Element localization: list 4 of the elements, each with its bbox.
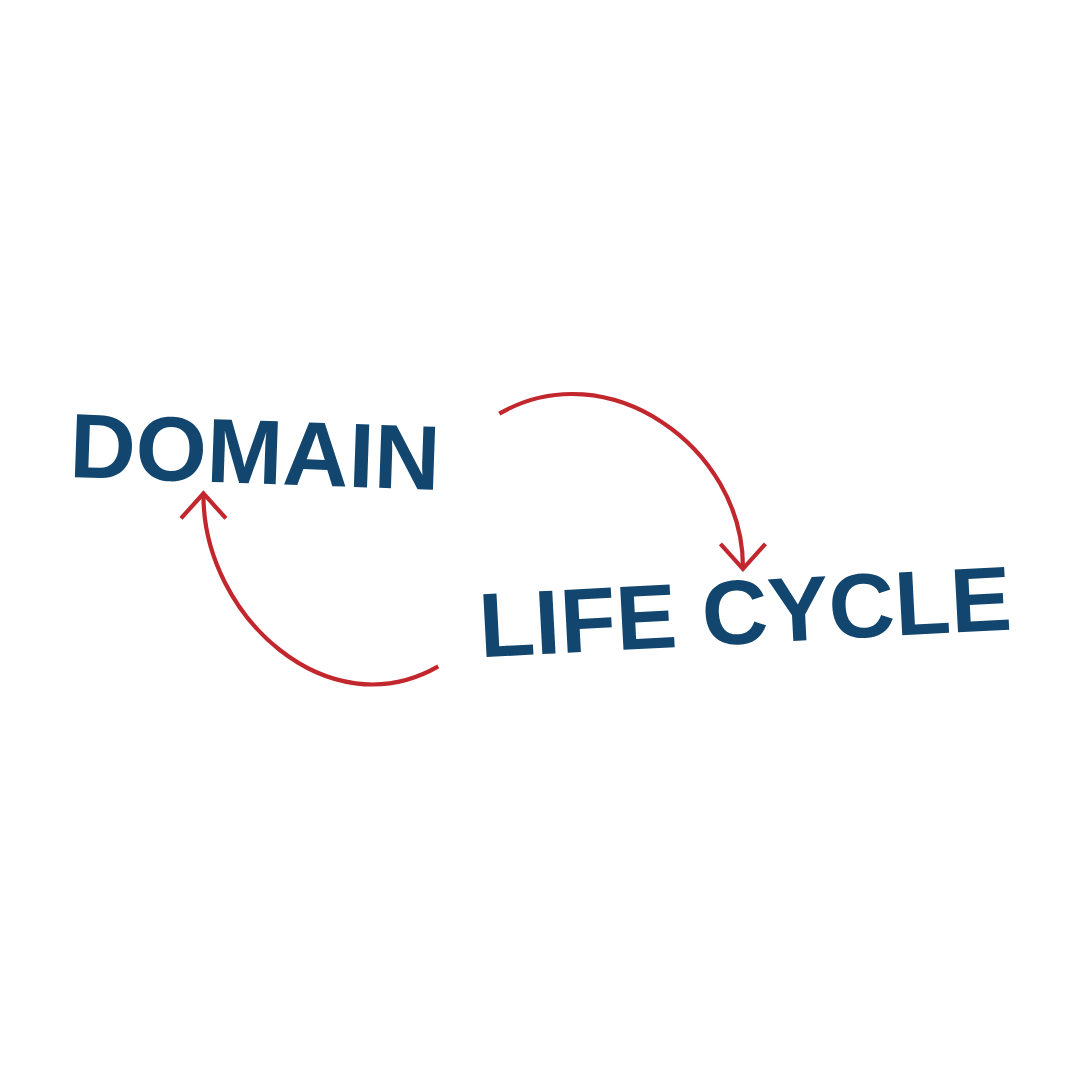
curved-arrow — [498, 392, 767, 572]
curved-arrow — [179, 490, 440, 687]
word-label: LIFE CYCLE — [483, 566, 1010, 658]
word-label: DOMAIN — [74, 414, 436, 490]
